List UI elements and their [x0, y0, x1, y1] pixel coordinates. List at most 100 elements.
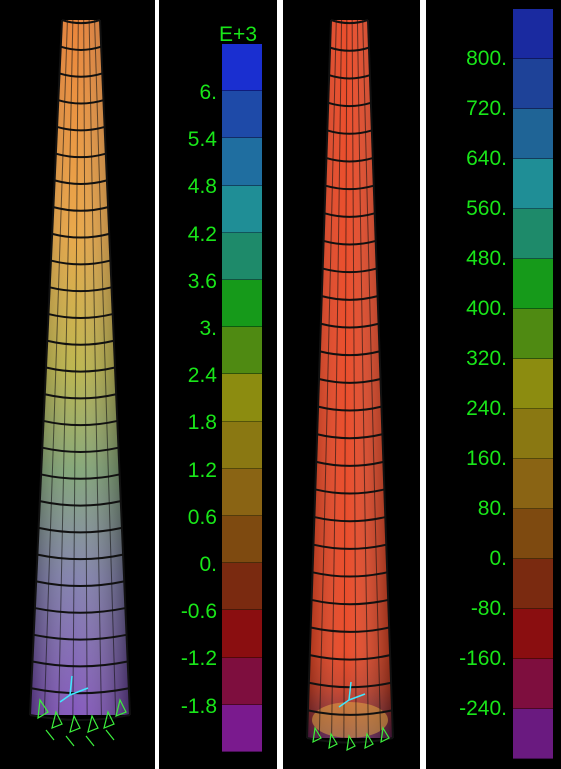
mesh-ring [50, 259, 111, 266]
mesh-ring [315, 460, 384, 467]
mesh-ring [311, 598, 389, 606]
mesh-ring [327, 129, 373, 135]
tower-model-2 [306, 19, 394, 752]
mesh-ring [49, 286, 112, 293]
mesh-ring [56, 125, 105, 132]
mesh-ring [53, 206, 109, 212]
mesh-ring [59, 72, 103, 78]
mesh-ring [42, 446, 119, 453]
legend-swatch [222, 610, 262, 658]
mesh-meridian [88, 19, 102, 716]
legend-swatch [222, 657, 262, 705]
legend-swatch [513, 559, 553, 609]
mesh-meridian [331, 19, 343, 739]
legend-swatch [513, 9, 553, 59]
legend-swatch [222, 44, 262, 92]
legend-swatch [513, 59, 553, 109]
legend-tick-label: 800. [466, 47, 507, 70]
legend-swatch [222, 91, 262, 139]
mesh-ring [321, 295, 378, 301]
legend-tick-label: 2.4 [187, 364, 217, 388]
mesh-ring [38, 526, 123, 534]
legend-swatch [513, 459, 553, 509]
legend-tick-label: 240. [466, 397, 507, 420]
mesh-meridian [83, 19, 88, 716]
legend-swatch [222, 563, 262, 611]
legend-tick-label: -0.6 [180, 600, 217, 624]
legend-swatch [513, 159, 553, 209]
legend-tick-label: 4.8 [187, 175, 217, 199]
legend-tick-label: 0.6 [187, 505, 217, 529]
mesh-ring [43, 419, 118, 427]
mesh-ring [51, 232, 110, 239]
legend-swatch [513, 359, 553, 409]
legend-tick-label: 560. [466, 197, 507, 220]
mesh-ring [326, 157, 374, 163]
mesh-meridian [306, 19, 332, 739]
legend-swatch [513, 309, 553, 359]
legend-tick-label: 80. [477, 497, 507, 520]
mesh-ring [307, 709, 393, 716]
legend-tick-label: -1.2 [180, 647, 217, 671]
legend-tick-label: 160. [466, 447, 507, 470]
legend-swatch [222, 704, 262, 752]
mesh-ring [58, 99, 104, 105]
legend-tick-label: -240. [459, 697, 507, 720]
mesh-ring [39, 500, 121, 507]
tower-model-1 [29, 19, 131, 747]
mesh-ring [322, 267, 377, 274]
mesh-ring [40, 473, 120, 480]
mesh-ring [328, 74, 371, 80]
legend-tick-label: 6. [199, 81, 217, 104]
mesh-ring [31, 687, 130, 695]
mesh-ring [29, 714, 131, 721]
legend-swatch [513, 509, 553, 559]
mesh-meridian [351, 19, 357, 739]
mesh-ring [48, 313, 113, 319]
mesh-meridian [72, 19, 79, 716]
mesh-ring [319, 350, 380, 357]
mesh-ring [33, 633, 127, 641]
mesh-ring [325, 184, 375, 191]
legend-tick-label: -80. [470, 597, 507, 620]
legend-tick-label: 640. [466, 147, 507, 170]
legend-tick-label: 480. [466, 247, 507, 270]
mesh-meridian [343, 19, 348, 739]
mesh-ring [330, 19, 369, 25]
mesh-ring [32, 660, 128, 668]
legend-tick-label: 320. [466, 347, 507, 370]
legend-swatch [513, 609, 553, 659]
mesh-ring [61, 19, 101, 25]
mesh-ring [37, 553, 124, 561]
legend-tick-label: -160. [459, 647, 507, 670]
mesh-ring [315, 488, 385, 495]
legend-tick-label: 5.4 [187, 128, 217, 152]
mesh-ring [312, 571, 388, 578]
mesh-meridian [58, 19, 74, 716]
mesh-meridian [356, 19, 369, 739]
mesh-ring [323, 239, 376, 246]
mesh-ring [316, 433, 383, 440]
mesh-ring [313, 543, 387, 550]
mesh-ring [318, 378, 381, 384]
legend-swatch [222, 327, 262, 375]
mesh-ring [314, 516, 386, 523]
legend-swatch [222, 232, 262, 280]
legend-swatch [222, 374, 262, 422]
legend-exponent-label: E+3 [219, 23, 257, 46]
legend-swatch [222, 516, 262, 564]
legend-tick-label: 720. [466, 97, 507, 120]
legend-swatch [513, 659, 553, 709]
legend-swatch [222, 421, 262, 469]
legend-swatch [513, 409, 553, 459]
model-panel-2 [283, 0, 420, 769]
mesh-ring [329, 46, 370, 52]
mesh-meridian [29, 19, 63, 716]
legend-tick-label: 0. [489, 547, 507, 570]
mesh-ring [54, 179, 108, 185]
mesh-ring [320, 322, 379, 329]
legend-tick-label: 4.2 [187, 222, 217, 246]
mesh-ring [60, 45, 102, 51]
mesh-meridian [94, 19, 117, 716]
